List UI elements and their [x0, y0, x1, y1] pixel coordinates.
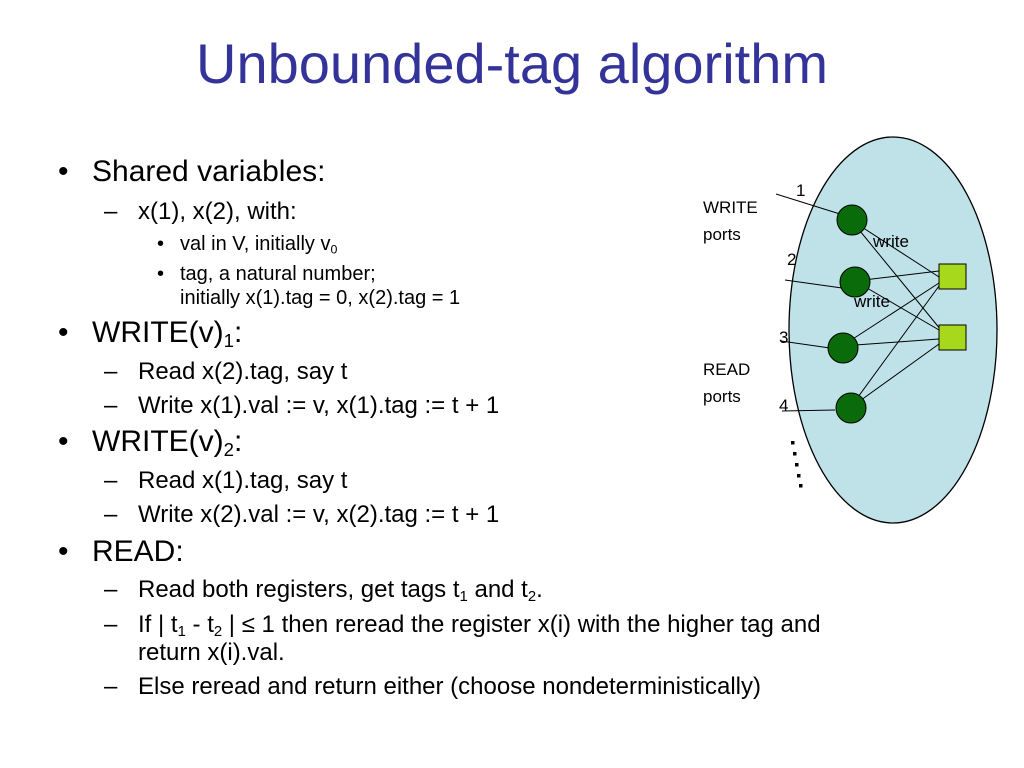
register-1 — [938, 263, 967, 290]
val-text: val in V, initially v — [180, 233, 331, 255]
port-node-3 — [827, 332, 859, 364]
read2-sub-1: 1 — [177, 624, 186, 641]
write1-label: WRITE(v) — [92, 316, 224, 349]
bullet-marker-small: • — [157, 263, 165, 285]
process-ellipse — [788, 136, 998, 524]
read-step-2-line2: return x(i).val. — [138, 639, 285, 666]
read-step-2: If | t1 - t2 | ≤ 1 then reread the regis… — [138, 611, 821, 641]
port-number-4: 4 — [779, 396, 789, 415]
bullet-write-1: WRITE(v)1: — [92, 316, 242, 350]
dash-marker: – — [104, 467, 118, 494]
port-line-2 — [784, 279, 843, 289]
read2-sub-2: 2 — [213, 624, 223, 641]
port-node-2 — [839, 266, 871, 298]
read1-part-b: and t — [467, 576, 528, 603]
read-step-1: Read both registers, get tags t1 and t2. — [138, 576, 543, 606]
sub-sub-bullet-tag-line2: initially x(1).tag = 0, x(2).tag = 1 — [180, 287, 461, 309]
dash-marker: – — [104, 501, 118, 528]
write2-read-step: Read x(1).tag, say t — [138, 467, 348, 494]
read1-part-c: . — [536, 576, 543, 603]
write2-write-step: Write x(2).val := v, x(2).tag := t + 1 — [138, 501, 500, 528]
dash-marker: – — [104, 392, 118, 419]
ports-diagram: 1 2 3 4 WRITE ports READ ports write wri… — [680, 130, 1020, 550]
write1-subscript: 1 — [223, 330, 234, 352]
bullet-write-2: WRITE(v)2: — [92, 425, 242, 459]
connection-4-reg1 — [849, 285, 940, 409]
read2-part-c: | ≤ 1 then reread the register x(i) with… — [222, 611, 821, 638]
dash-marker: – — [104, 198, 118, 225]
ports-diagram-svg — [775, 136, 998, 524]
sub-bullet-x-registers: x(1), x(2), with: — [138, 198, 297, 225]
port-line-3 — [780, 340, 831, 349]
write1-write-step: Write x(1).val := v, x(1).tag := t + 1 — [138, 392, 500, 419]
register-1-label: write — [873, 232, 909, 251]
port-number-1: 1 — [796, 181, 806, 200]
write2-subscript: 2 — [223, 439, 234, 461]
write2-label: WRITE(v) — [92, 425, 224, 458]
register-2 — [938, 324, 967, 351]
port-number-2: 2 — [787, 250, 797, 269]
read2-part-b: - t — [185, 611, 214, 638]
connection-1-reg1 — [850, 219, 940, 278]
dash-marker: – — [104, 611, 118, 638]
port-node-4 — [835, 392, 867, 424]
connection-4-reg2 — [849, 343, 940, 409]
port-node-1 — [836, 204, 868, 236]
write1-colon: : — [233, 316, 243, 349]
connection-2-reg2 — [854, 280, 940, 331]
read-ports-label: READ — [703, 360, 751, 379]
dash-marker: – — [104, 576, 118, 603]
write-ports-label-line2: ports — [703, 225, 741, 244]
more-ports-ellipsis — [791, 441, 803, 488]
read-step-3: Else reread and return either (choose no… — [138, 673, 761, 700]
bullet-read: READ: — [92, 535, 184, 568]
connection-1-reg2 — [850, 219, 942, 331]
port-line-4 — [781, 409, 836, 412]
slide-title: Unbounded-tag algorithm — [196, 32, 828, 95]
connection-3-reg1 — [841, 282, 940, 347]
bullet-marker-small: • — [157, 233, 165, 255]
dash-marker: – — [104, 358, 118, 385]
val-subscript: 0 — [330, 242, 338, 257]
bullet-marker: • — [58, 155, 69, 188]
read2-part-a: If | t — [138, 611, 178, 638]
bullet-marker: • — [58, 425, 69, 458]
write1-read-step: Read x(2).tag, say t — [138, 358, 348, 385]
bullet-shared-variables: Shared variables: — [92, 155, 326, 188]
bullet-marker: • — [58, 535, 69, 568]
port-number-3: 3 — [779, 328, 789, 347]
write2-colon: : — [233, 425, 243, 458]
dash-marker: – — [104, 673, 118, 700]
port-line-1 — [775, 193, 841, 215]
bullet-marker: • — [58, 316, 69, 349]
read1-sub-2: 2 — [527, 589, 537, 606]
write-ports-label: WRITE — [703, 198, 758, 217]
sub-sub-bullet-val: val in V, initially v0 — [180, 233, 337, 256]
read1-sub-1: 1 — [459, 589, 468, 606]
read1-part-a: Read both registers, get tags t — [138, 576, 460, 603]
register-2-label: write — [854, 292, 890, 311]
read-ports-label-line2: ports — [703, 387, 741, 406]
sub-sub-bullet-tag: tag, a natural number; — [180, 263, 376, 285]
